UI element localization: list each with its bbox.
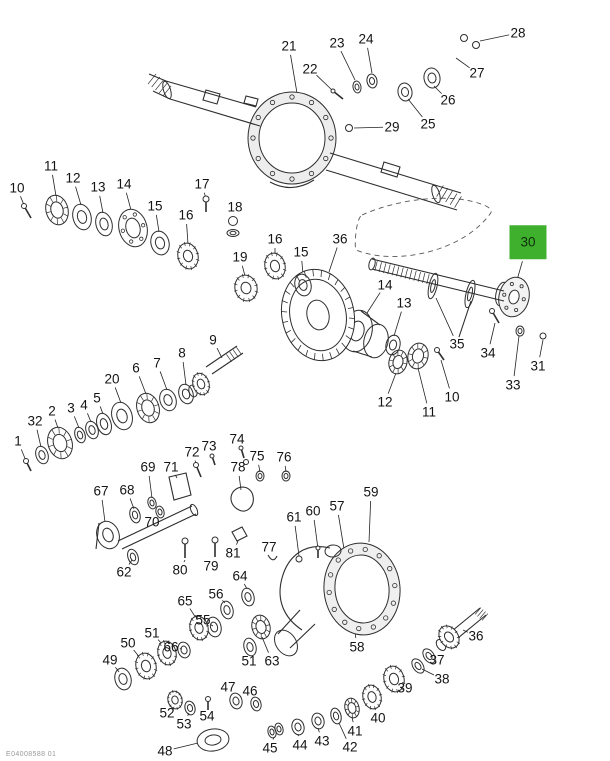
- leader-lines: [20, 34, 544, 750]
- callout-75[interactable]: 75: [249, 448, 265, 464]
- callout-53[interactable]: 53: [176, 716, 192, 732]
- callout-1[interactable]: 1: [14, 433, 22, 449]
- callout-55[interactable]: 55: [195, 612, 211, 628]
- callout-16[interactable]: 16: [178, 207, 194, 223]
- callout-72[interactable]: 72: [184, 444, 200, 460]
- callout-12[interactable]: 12: [377, 394, 393, 410]
- callout-80[interactable]: 80: [172, 562, 188, 578]
- callout-69[interactable]: 69: [140, 459, 156, 475]
- callout-21[interactable]: 21: [281, 38, 297, 54]
- callout-60[interactable]: 60: [305, 503, 321, 519]
- callout-65[interactable]: 65: [177, 593, 193, 609]
- callout-11[interactable]: 11: [43, 158, 59, 174]
- callout-32[interactable]: 32: [27, 413, 43, 429]
- callout-63[interactable]: 63: [264, 653, 280, 669]
- callout-44[interactable]: 44: [292, 737, 308, 753]
- callout-64[interactable]: 64: [232, 568, 248, 584]
- callout-10[interactable]: 10: [9, 180, 25, 196]
- callout-11[interactable]: 11: [421, 404, 437, 420]
- figure-code: E04008588 01: [6, 751, 57, 758]
- callout-61[interactable]: 61: [286, 509, 302, 525]
- callout-18[interactable]: 18: [227, 199, 243, 215]
- callout-66[interactable]: 66: [163, 639, 179, 655]
- callout-59[interactable]: 59: [363, 484, 379, 500]
- callout-51[interactable]: 51: [144, 625, 160, 641]
- callout-12[interactable]: 12: [65, 170, 81, 186]
- callout-17[interactable]: 17: [194, 176, 210, 192]
- callout-45[interactable]: 45: [262, 740, 278, 756]
- callout-31[interactable]: 31: [530, 358, 546, 374]
- callout-81[interactable]: 81: [225, 545, 241, 561]
- callout-19[interactable]: 19: [232, 249, 248, 265]
- callout-50[interactable]: 50: [120, 635, 136, 651]
- callout-23[interactable]: 23: [329, 35, 345, 51]
- callout-24[interactable]: 24: [358, 31, 374, 47]
- callout-33[interactable]: 33: [505, 377, 521, 393]
- callout-67[interactable]: 67: [93, 483, 109, 499]
- callout-58[interactable]: 58: [349, 639, 365, 655]
- callout-56[interactable]: 56: [208, 586, 224, 602]
- callout-5[interactable]: 5: [93, 390, 101, 406]
- callout-49[interactable]: 49: [102, 652, 118, 668]
- callout-46[interactable]: 46: [242, 683, 258, 699]
- callout-14[interactable]: 14: [377, 277, 393, 293]
- callout-74[interactable]: 74: [229, 431, 245, 447]
- callout-14[interactable]: 14: [116, 176, 132, 192]
- callout-76[interactable]: 76: [276, 449, 292, 465]
- callout-28[interactable]: 28: [510, 25, 526, 41]
- callout-4[interactable]: 4: [80, 397, 88, 413]
- callout-9[interactable]: 9: [209, 332, 217, 348]
- callout-34[interactable]: 34: [480, 345, 496, 361]
- callout-29[interactable]: 29: [384, 119, 400, 135]
- callout-39[interactable]: 39: [397, 680, 413, 696]
- callout-13[interactable]: 13: [90, 179, 106, 195]
- callout-41[interactable]: 41: [347, 723, 363, 739]
- callout-71[interactable]: 71: [163, 459, 179, 475]
- callout-68[interactable]: 68: [119, 482, 135, 498]
- callout-51[interactable]: 51: [241, 653, 257, 669]
- callout-8[interactable]: 8: [178, 345, 186, 361]
- callout-3[interactable]: 3: [67, 400, 75, 416]
- callout-47[interactable]: 47: [220, 679, 236, 695]
- callout-48[interactable]: 48: [157, 743, 173, 759]
- callout-38[interactable]: 38: [434, 671, 450, 687]
- callout-62[interactable]: 62: [116, 564, 132, 580]
- callout-22[interactable]: 22: [302, 61, 318, 77]
- callout-2[interactable]: 2: [48, 403, 56, 419]
- callout-30-highlighted[interactable]: 30: [509, 225, 547, 259]
- callout-35[interactable]: 35: [449, 336, 465, 352]
- callout-54[interactable]: 54: [199, 708, 215, 724]
- callout-20[interactable]: 20: [104, 371, 120, 387]
- callout-36[interactable]: 36: [332, 231, 348, 247]
- callout-43[interactable]: 43: [314, 733, 330, 749]
- callout-36[interactable]: 36: [468, 628, 484, 644]
- callout-7[interactable]: 7: [153, 355, 161, 371]
- callout-15[interactable]: 15: [293, 244, 309, 260]
- callout-16[interactable]: 16: [267, 231, 283, 247]
- callout-70[interactable]: 70: [144, 514, 160, 530]
- callout-73[interactable]: 73: [201, 438, 217, 454]
- callout-37[interactable]: 37: [429, 652, 445, 668]
- callout-25[interactable]: 25: [420, 116, 436, 132]
- callout-15[interactable]: 15: [147, 198, 163, 214]
- callout-52[interactable]: 52: [159, 705, 175, 721]
- callout-10[interactable]: 10: [444, 389, 460, 405]
- callout-6[interactable]: 6: [132, 360, 140, 376]
- callout-27[interactable]: 27: [469, 65, 485, 81]
- callout-78[interactable]: 78: [230, 459, 246, 475]
- callout-57[interactable]: 57: [329, 498, 345, 514]
- callout-42[interactable]: 42: [342, 739, 358, 755]
- callout-79[interactable]: 79: [203, 558, 219, 574]
- callout-77[interactable]: 77: [261, 539, 277, 555]
- callout-13[interactable]: 13: [396, 295, 412, 311]
- callout-40[interactable]: 40: [370, 710, 386, 726]
- callout-26[interactable]: 26: [440, 92, 456, 108]
